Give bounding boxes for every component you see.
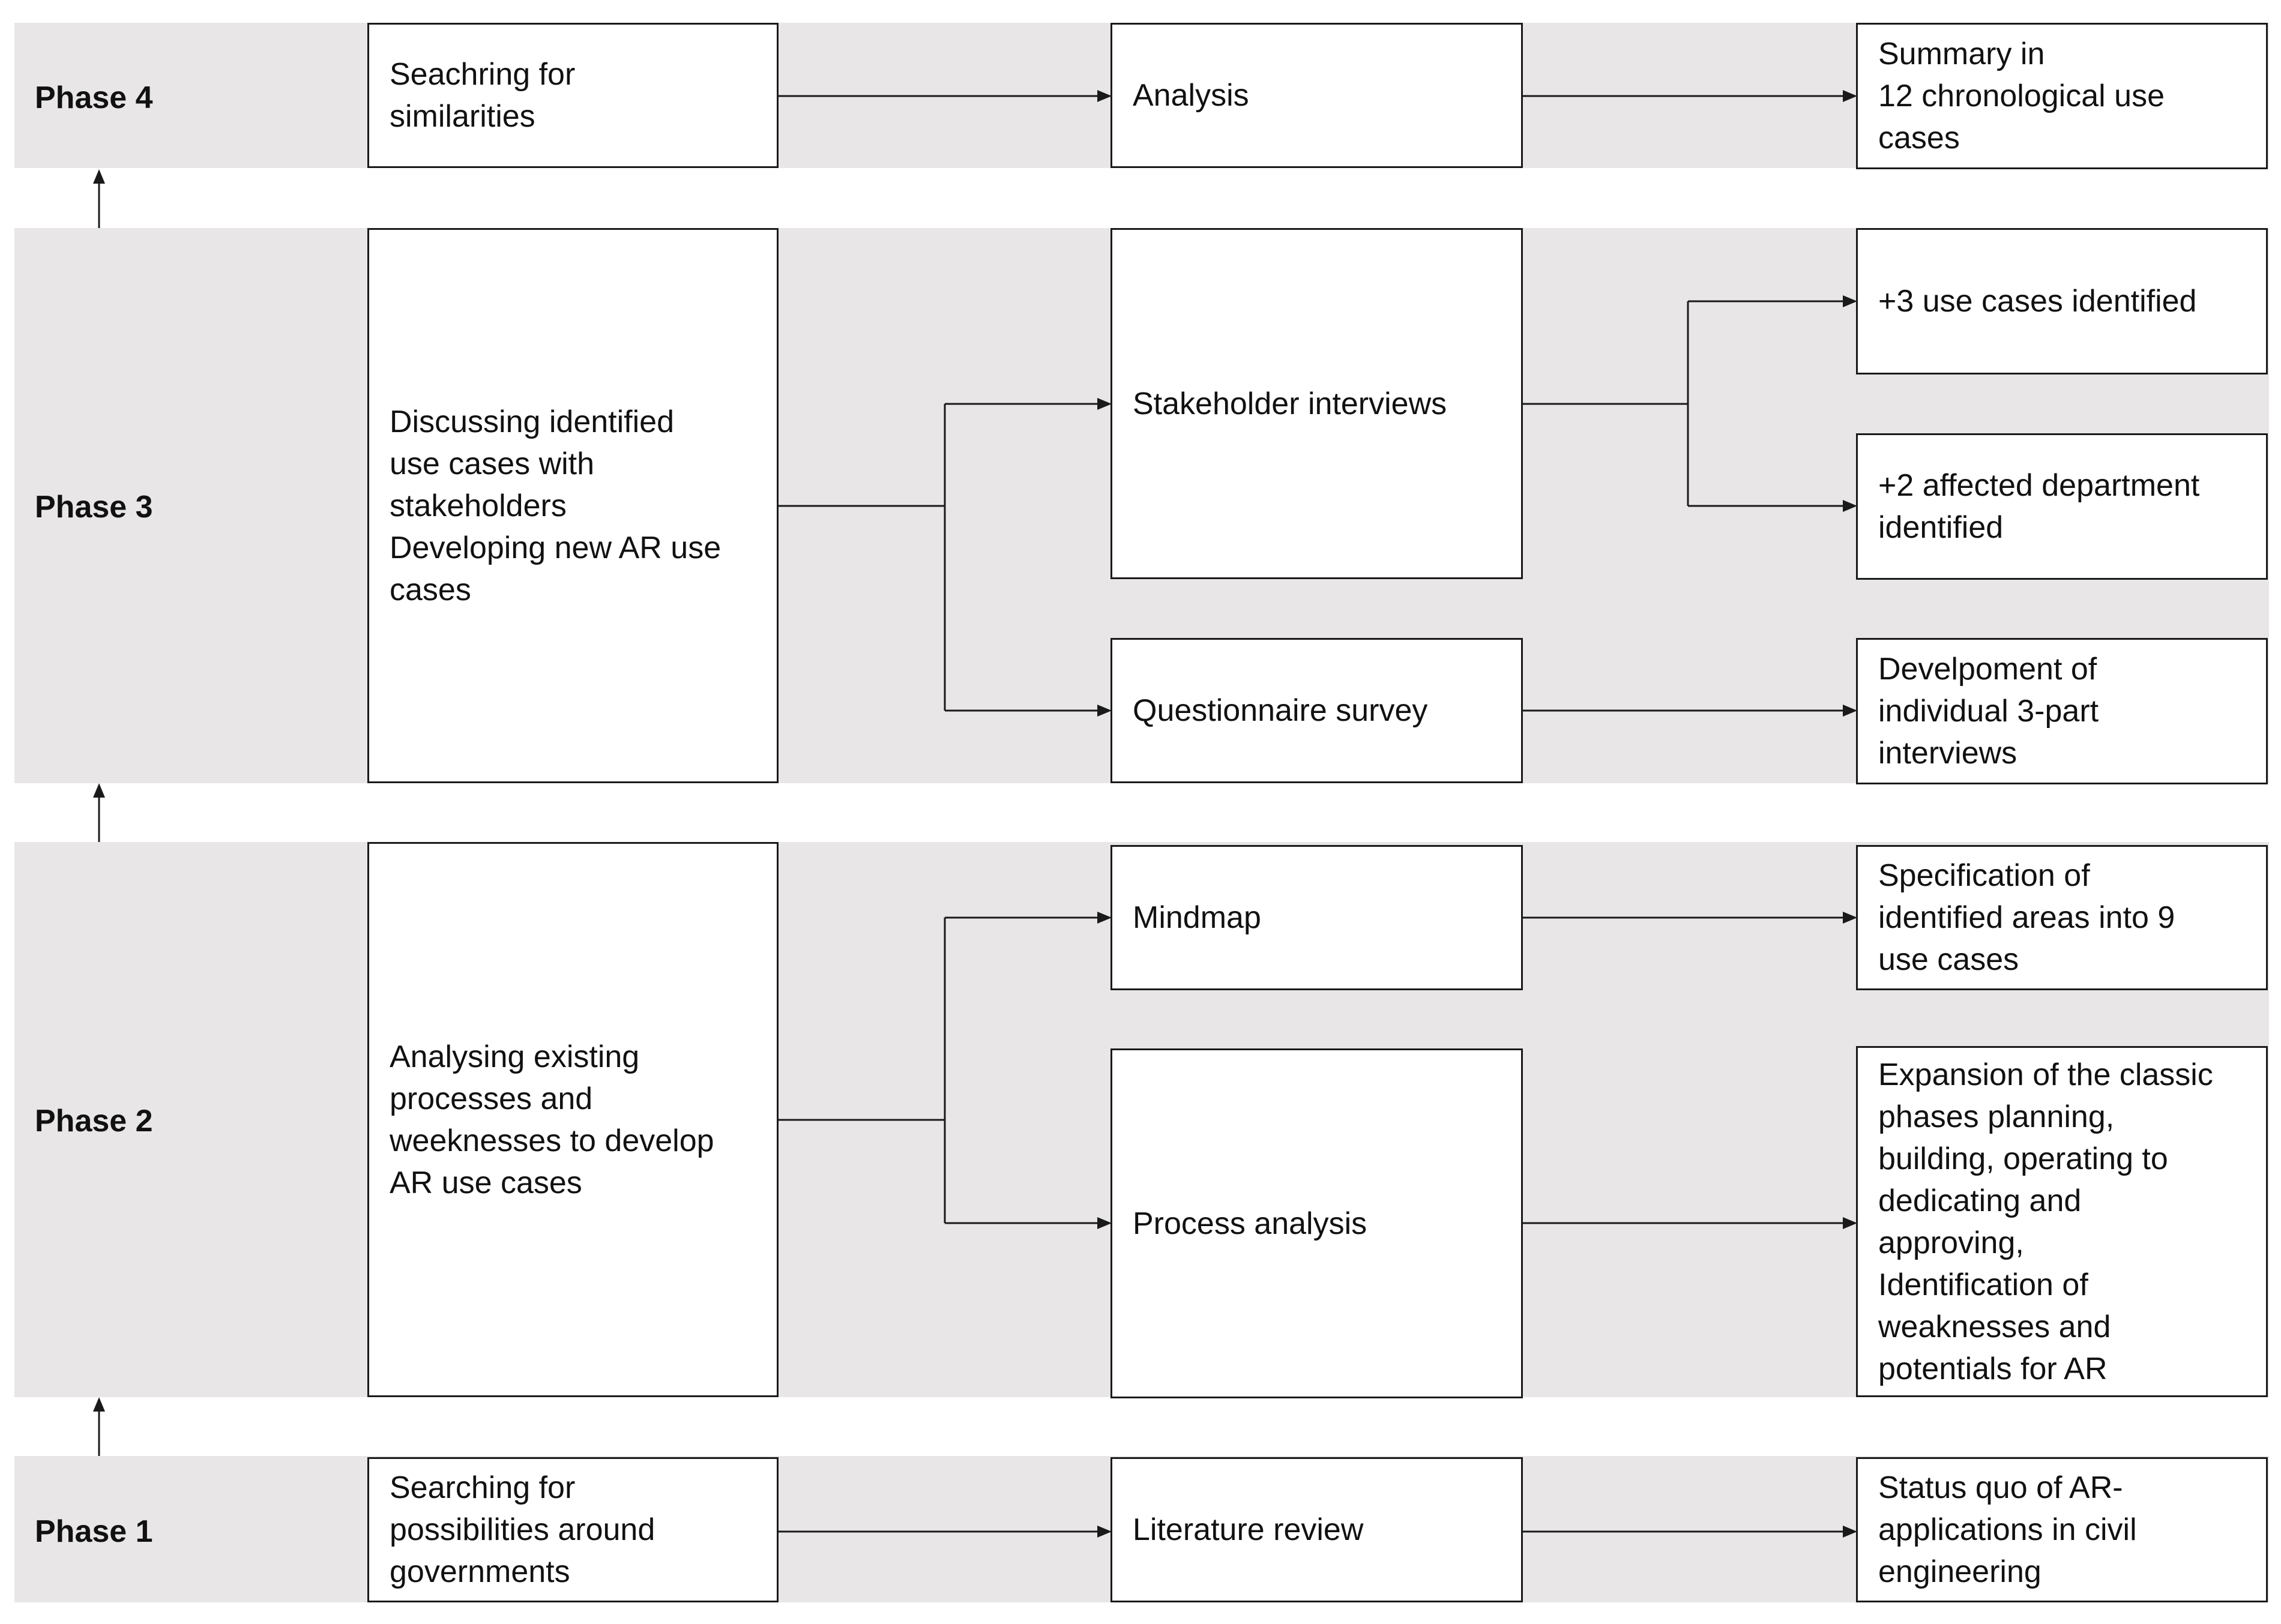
phase-3-result-interviews: Develpoment of individual 3-part intervi… xyxy=(1856,638,2268,784)
literature-review-text: Literature review xyxy=(1133,1512,1364,1547)
phase-3-method-stakeholder-interviews: Stakeholder interviews xyxy=(1110,228,1523,579)
phase-3-activity-text: Discussing identified use cases with sta… xyxy=(390,404,722,607)
phase-4-label: Phase 4 xyxy=(35,80,153,115)
phase-4-method-text: Analysis xyxy=(1133,78,1249,113)
result-interviews-text: Develpoment of individual 3-part intervi… xyxy=(1878,652,2099,771)
phase-2-result-specification: Specification of identified areas into 9… xyxy=(1856,845,2268,990)
result-status-quo-text: Status quo of AR- applications in civil … xyxy=(1878,1470,2137,1589)
phase-2-activity-box: Analysing existing processes and weeknes… xyxy=(367,842,779,1397)
stakeholder-interviews-text: Stakeholder interviews xyxy=(1133,386,1447,421)
phase-1-activity-box: Searching for possibilities around gover… xyxy=(367,1457,779,1602)
phase-1-activity-text: Searching for possibilities around gover… xyxy=(390,1470,655,1589)
questionnaire-survey-text: Questionnaire survey xyxy=(1133,693,1428,728)
phase-1-result-status-quo: Status quo of AR- applications in civil … xyxy=(1856,1457,2268,1602)
result-use-cases-text: +3 use cases identified xyxy=(1878,284,2197,319)
phase-2-label: Phase 2 xyxy=(35,1104,153,1138)
phase-2-method-process-analysis: Process analysis xyxy=(1110,1048,1523,1398)
phase-2-method-mindmap: Mindmap xyxy=(1110,845,1523,990)
phase-3-label: Phase 3 xyxy=(35,490,153,525)
result-departments-text: +2 affected department identified xyxy=(1878,468,2200,545)
phase-4-method-box: Analysis xyxy=(1110,23,1523,168)
phase-4-activity-box: Seachring for similarities xyxy=(367,23,779,168)
phase-2-activity-text: Analysing existing processes and weeknes… xyxy=(390,1039,714,1200)
phase-3-method-questionnaire-survey: Questionnaire survey xyxy=(1110,638,1523,783)
result-expansion-text: Expansion of the classic phases planning… xyxy=(1878,1057,2213,1386)
phase-4-result-text: Summary in 12 chronological use cases xyxy=(1878,37,2165,155)
phase-3-result-departments: +2 affected department identified xyxy=(1856,433,2268,580)
phase-2-result-expansion: Expansion of the classic phases planning… xyxy=(1856,1046,2268,1397)
phase-4-activity-text: Seachring for similarities xyxy=(390,57,576,134)
phase-1-label: Phase 1 xyxy=(35,1514,153,1549)
phase-4-result-box: Summary in 12 chronological use cases xyxy=(1856,23,2268,169)
phase-3-activity-box: Discussing identified use cases with sta… xyxy=(367,228,779,783)
result-specification-text: Specification of identified areas into 9… xyxy=(1878,858,2175,977)
mindmap-text: Mindmap xyxy=(1133,900,1261,935)
phase-1-method-literature-review: Literature review xyxy=(1110,1457,1523,1602)
phase-3-result-use-cases: +3 use cases identified xyxy=(1856,228,2268,374)
process-analysis-text: Process analysis xyxy=(1133,1206,1367,1241)
